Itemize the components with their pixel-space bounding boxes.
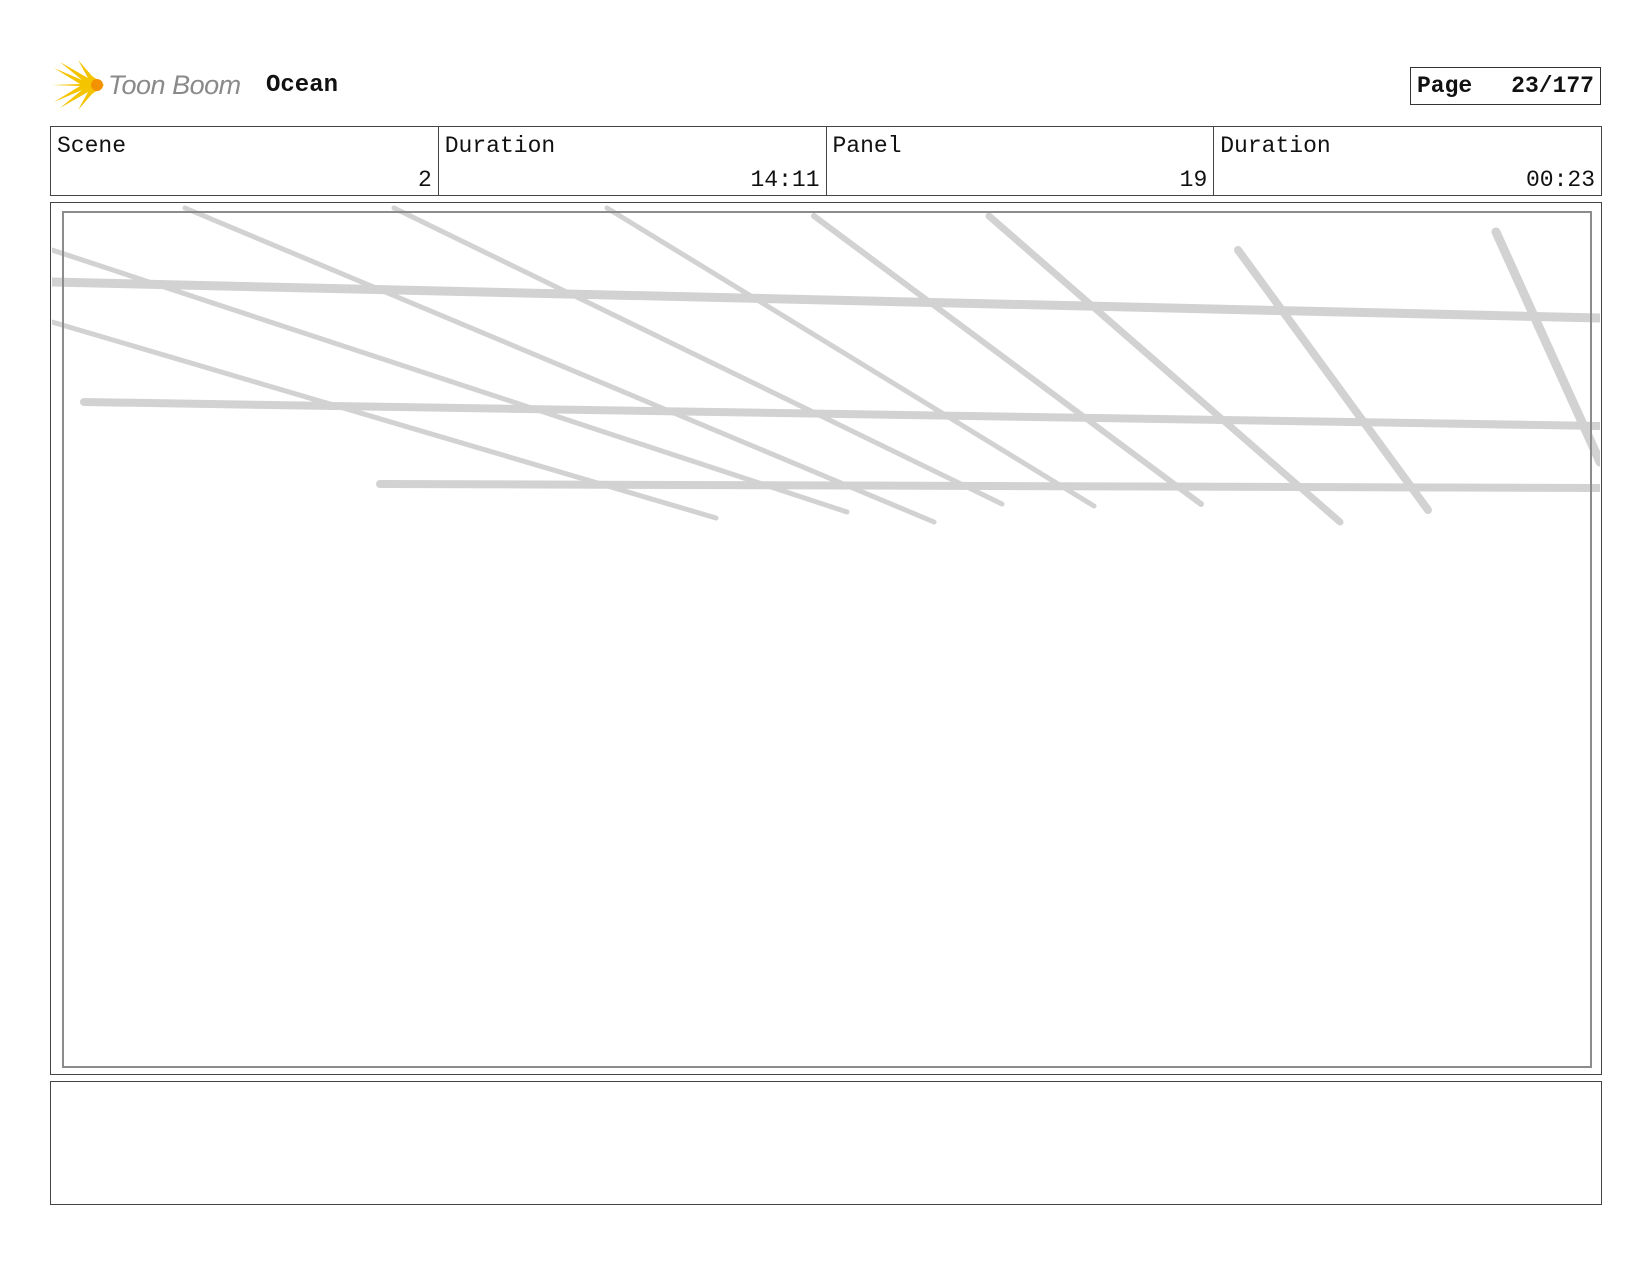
page-number: 23/177: [1511, 73, 1594, 99]
panel-sketch: [52, 205, 1600, 526]
scene-duration-value: 14:11: [750, 167, 820, 193]
sketch-stroke: [80, 398, 1600, 430]
panel-safe-area: [62, 211, 1592, 1068]
toon-boom-logo: Toon Boom: [52, 58, 241, 112]
sketch-stroke: [811, 213, 1204, 507]
sketch-stroke: [376, 480, 1600, 492]
sketch-stroke: [52, 247, 850, 515]
panel-duration-cell: Duration 00:23: [1214, 127, 1601, 195]
scene-duration-cell: Duration 14:11: [439, 127, 827, 195]
panel-value: 19: [1179, 167, 1208, 193]
scene-cell: Scene 2: [51, 127, 439, 195]
panel-notes-box[interactable]: [50, 1081, 1602, 1205]
panel-image-frame: [50, 202, 1602, 1075]
starburst-icon: [52, 60, 104, 110]
scene-duration-label: Duration: [444, 133, 556, 159]
document-title: Ocean: [266, 72, 339, 99]
panel-duration-value: 00:23: [1525, 167, 1595, 193]
scene-value: 2: [417, 167, 432, 193]
panel-info-table: Scene 2 Duration 14:11 Panel 19 Duration…: [50, 126, 1602, 196]
page-label: Page: [1417, 73, 1473, 99]
scene-label: Scene: [57, 133, 127, 159]
logo-text: Toon Boom: [108, 69, 241, 100]
sketch-stroke: [52, 277, 1600, 323]
page-indicator: Page 23/177: [1410, 67, 1601, 105]
sketch-stroke: [604, 205, 1097, 509]
panel-cell: Panel 19: [827, 127, 1215, 195]
sketch-stroke: [182, 205, 937, 525]
panel-duration-label: Duration: [1220, 133, 1331, 159]
sketch-stroke: [985, 212, 1344, 526]
panel-label: Panel: [832, 133, 902, 159]
sketch-stroke: [1234, 246, 1432, 514]
sketch-stroke: [391, 205, 1005, 507]
